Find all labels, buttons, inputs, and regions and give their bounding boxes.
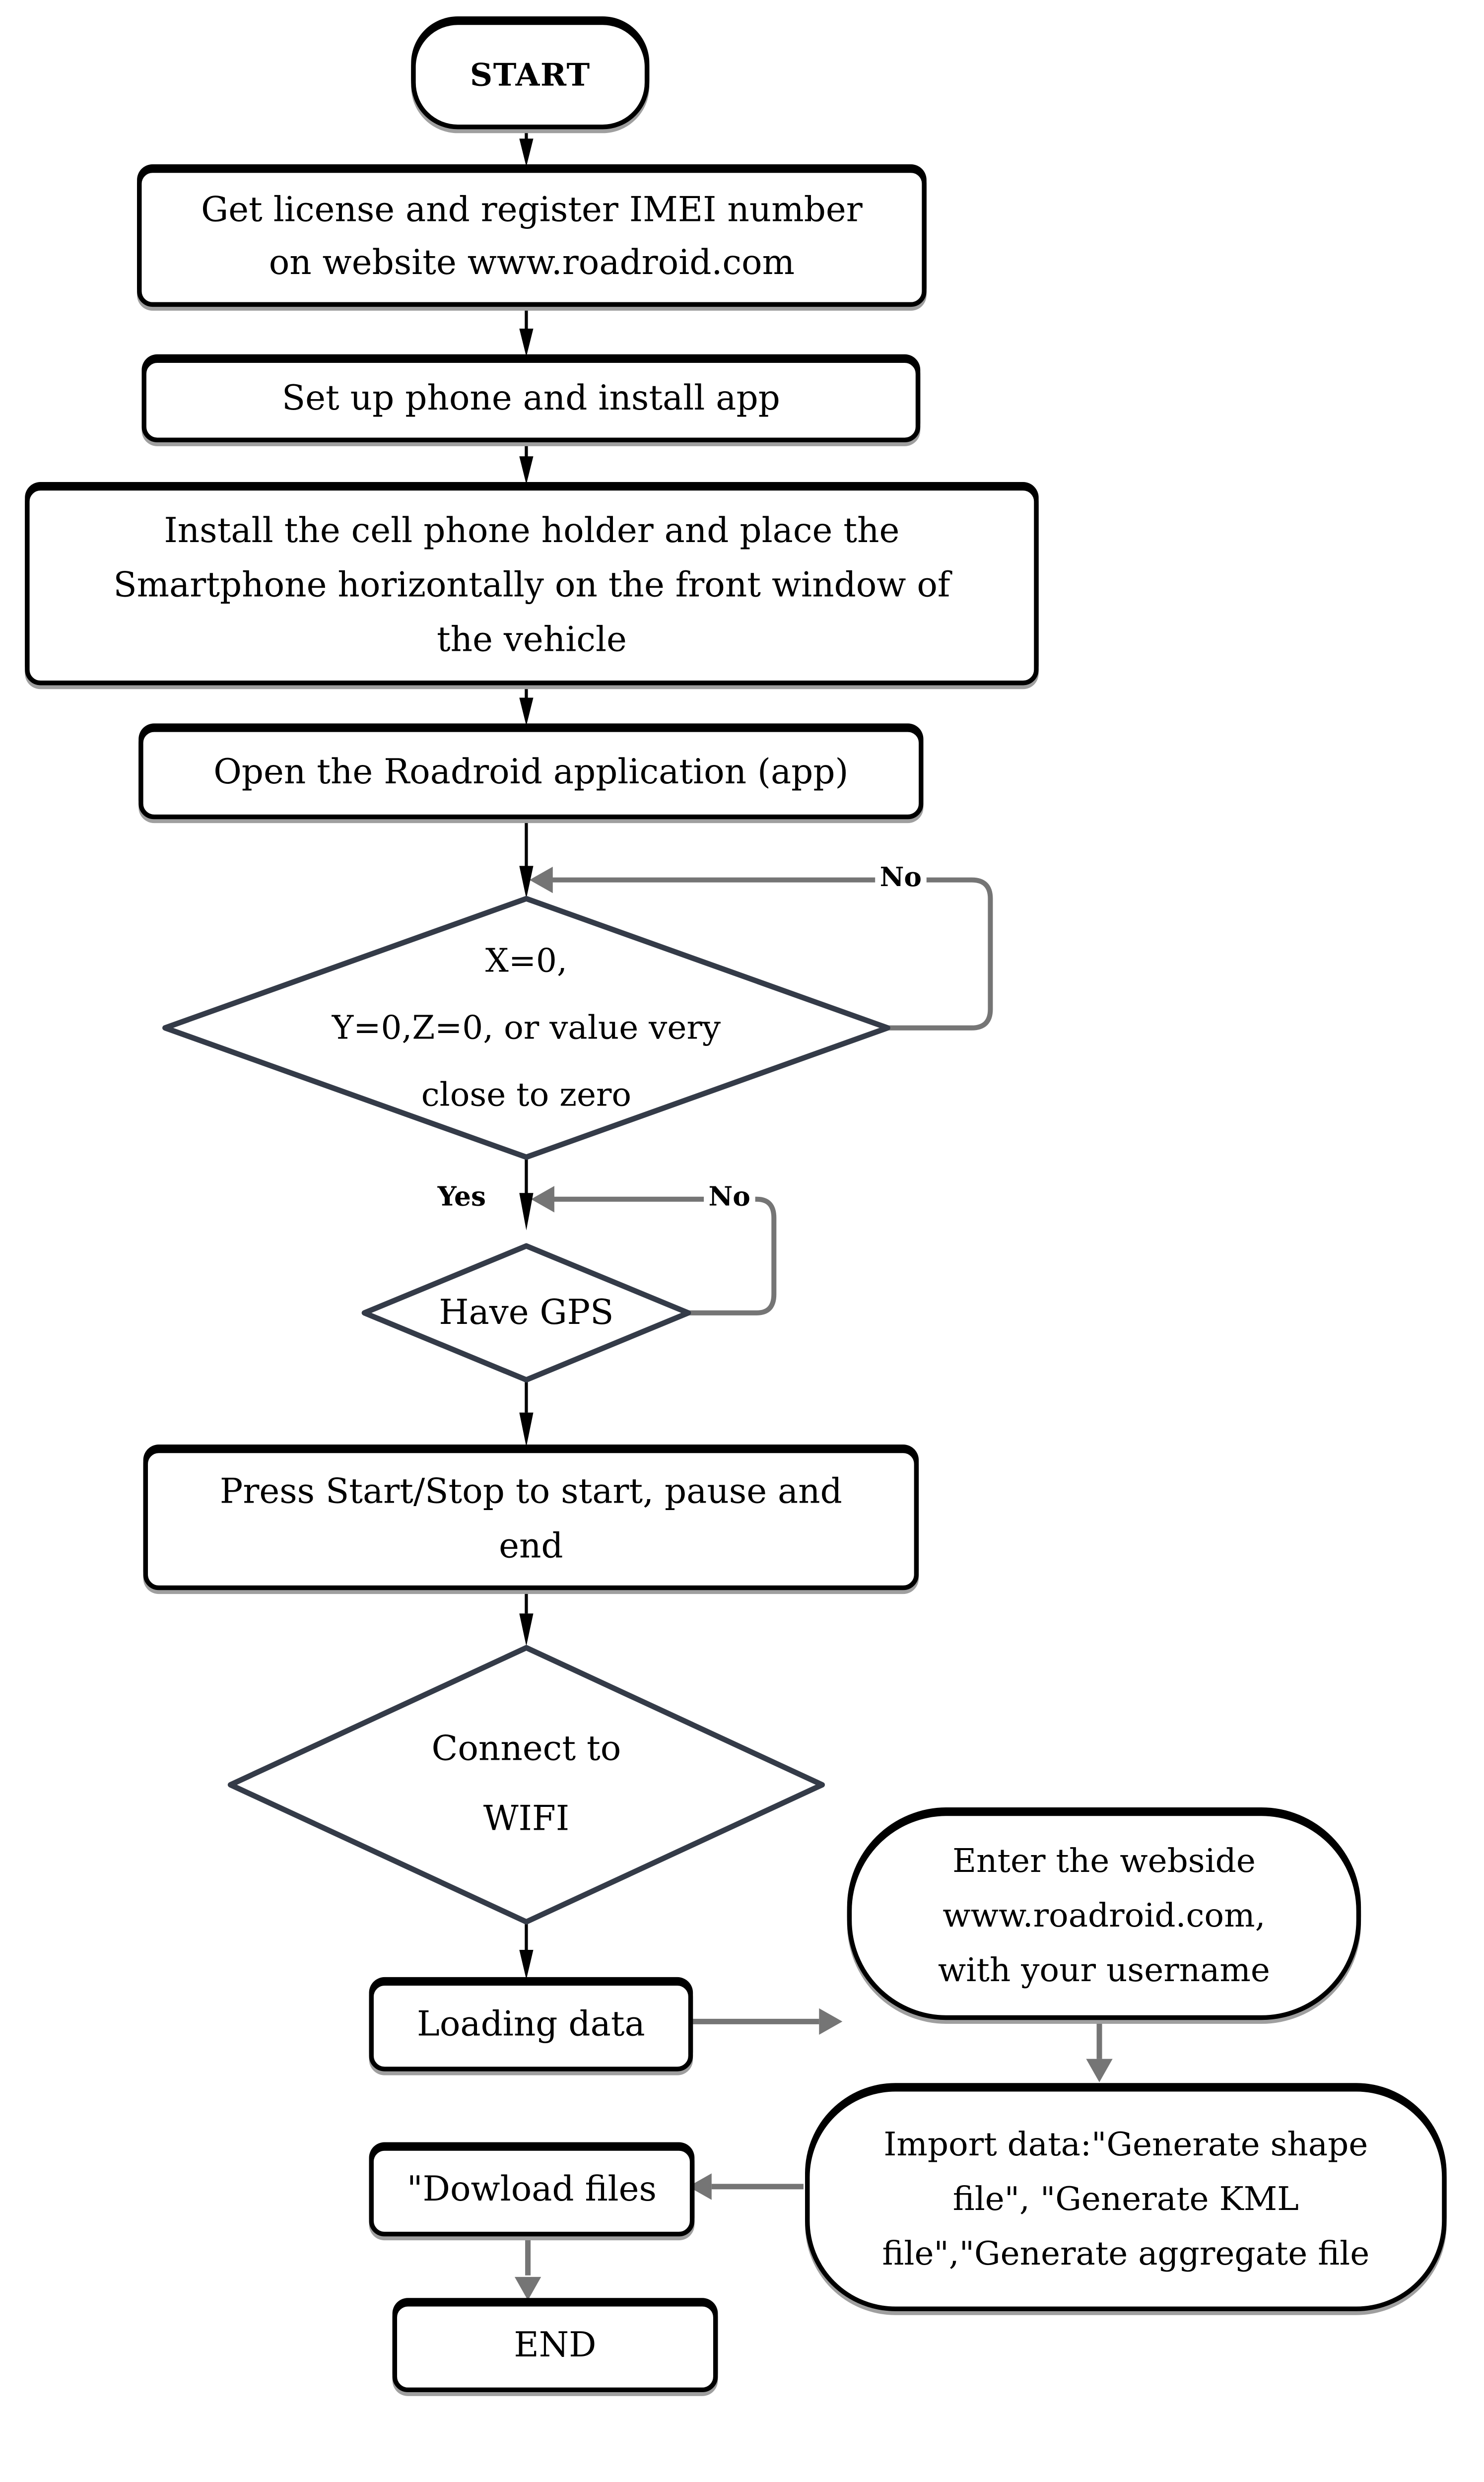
node-press-start-stop: Press Start/Stop to start, pause and end	[143, 1448, 919, 1590]
node-import-data-line1: Import data:"Generate shape	[883, 2125, 1368, 2163]
arrow-import-to-download	[688, 2173, 804, 2200]
arrow-down-icon	[519, 1193, 534, 1231]
arrow-website-to-import	[1086, 2010, 1113, 2082]
arrow-down-icon	[519, 1412, 534, 1447]
decision-sensor-zero-line1: X=0,	[485, 941, 567, 979]
loop-gps-no-line	[541, 1196, 777, 1315]
decision-sensor-zero: X=0, Y=0,Z=0, or value very close to zer…	[165, 927, 888, 1129]
arrow-down-icon	[1086, 2059, 1113, 2082]
decision-connect-wifi: Connect to WIFI	[230, 1713, 822, 1857]
node-install-holder-line1: Install the cell phone holder and place …	[164, 511, 900, 551]
node-install-holder-line3: the vehicle	[436, 620, 627, 660]
decision-have-gps: Have GPS	[364, 1277, 688, 1349]
arrow-right-icon	[819, 2008, 843, 2035]
node-enter-website-line2: www.roadroid.com,	[943, 1896, 1266, 1934]
node-get-license-line2: on website www.roadroid.com	[269, 244, 795, 283]
label-no-gps-loop: No	[704, 1177, 755, 1218]
decision-sensor-zero-line3: close to zero	[421, 1075, 632, 1113]
arrow-wifi-to-loading	[519, 1922, 534, 1980]
decision-connect-wifi-line2: WIFI	[483, 1800, 570, 1840]
node-start: START	[411, 20, 650, 130]
node-install-holder: Install the cell phone holder and place …	[25, 485, 1039, 686]
label-no-sensor-loop: No	[875, 858, 927, 899]
arrow-down-icon	[519, 328, 534, 357]
arrow-left-icon	[688, 2173, 712, 2200]
decision-sensor-zero-shape	[162, 896, 890, 1160]
node-end: END	[392, 2302, 718, 2393]
arrow-press-to-wifi	[519, 1581, 534, 1647]
arrow-down-icon	[519, 1613, 534, 1647]
loop-gps-no	[531, 1186, 777, 1315]
node-end-label: END	[514, 2327, 597, 2366]
arrow-down-icon	[519, 697, 534, 726]
arrow-left-icon	[529, 866, 553, 894]
node-start-label: START	[470, 56, 591, 94]
node-press-start-stop-line2: end	[499, 1527, 563, 1566]
node-get-license: Get license and register IMEI number on …	[137, 168, 927, 307]
arrow-down-icon	[519, 456, 534, 484]
arrow-down-icon	[519, 1950, 534, 1980]
node-enter-website-line3: with your username	[938, 1950, 1270, 1988]
node-import-data: Import data:"Generate shape file", "Gene…	[805, 2087, 1447, 2311]
arrow-gps-to-press	[519, 1379, 534, 1447]
arrow-down-icon	[519, 866, 534, 899]
arrow-loading-to-website	[685, 2008, 843, 2035]
loop-sensor-no-line	[540, 877, 993, 1031]
arrow-down-icon	[514, 2276, 541, 2300]
loop-sensor-no	[529, 866, 993, 1031]
arrow-download-to-end	[514, 2227, 541, 2300]
node-install-holder-line2: Smartphone horizontally on the front win…	[113, 566, 950, 605]
label-yes-gps: Yes	[437, 1182, 486, 1214]
arrow-sensor-to-gps	[519, 1157, 534, 1231]
arrow-open-to-sensor	[519, 810, 534, 899]
node-setup-phone: Set up phone and install app	[141, 358, 921, 443]
node-press-start-stop-line1: Press Start/Stop to start, pause and	[219, 1472, 842, 1512]
node-setup-phone-label: Set up phone and install app	[281, 380, 780, 419]
node-enter-website-line1: Enter the webside	[952, 1841, 1256, 1879]
node-get-license-line1: Get license and register IMEI number	[201, 191, 863, 230]
node-loading-data-label: Loading data	[417, 2005, 645, 2045]
node-enter-website: Enter the webside www.roadroid.com, with…	[847, 1811, 1361, 2020]
node-open-app: Open the Roadroid application (app)	[138, 727, 924, 820]
decision-have-gps-label: Have GPS	[439, 1293, 614, 1333]
decision-connect-wifi-line1: Connect to	[431, 1730, 621, 1770]
decision-have-gps-shape	[361, 1243, 691, 1383]
arrow-left-icon	[531, 1186, 554, 1213]
node-open-app-label: Open the Roadroid application (app)	[213, 753, 849, 792]
node-download-files-label: "Dowload files	[406, 2171, 657, 2210]
node-download-files: "Dowload files	[369, 2146, 695, 2237]
node-loading-data: Loading data	[369, 1981, 693, 2071]
decision-connect-wifi-shape	[227, 1645, 825, 1925]
node-import-data-line2: file", "Generate KML	[952, 2179, 1299, 2217]
node-import-data-line3: file","Generate aggregate file	[882, 2234, 1370, 2272]
arrow-down-icon	[519, 138, 534, 167]
decision-sensor-zero-line2: Y=0,Z=0, or value very	[332, 1008, 721, 1046]
